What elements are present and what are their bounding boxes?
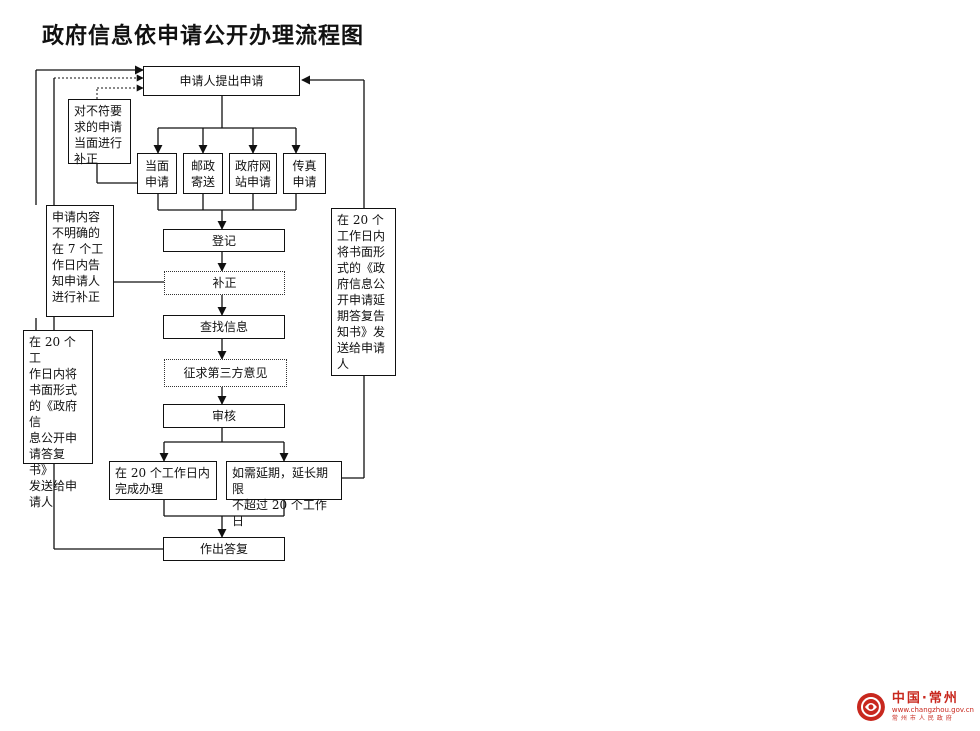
supplement-box: 补正 [164, 271, 285, 295]
apply-label: 申请人提出申请 [179, 74, 264, 88]
changzhou-logo: 中国·常州 www.changzhou.gov.cn 常州市人民政府 [856, 690, 974, 724]
extension-notice-note-text: 在 20 个 工作日内 将书面形 式的《政 府信息公 开申请延 期答复告 知书》… [337, 213, 386, 371]
review-label: 审核 [211, 409, 236, 423]
search-box: 查找信息 [163, 315, 285, 339]
supplement-label: 补正 [212, 276, 237, 290]
reply-box: 作出答复 [163, 537, 285, 561]
complete-label: 在 20 个工作日内 完成办理 [115, 466, 210, 496]
apply-box: 申请人提出申请 [143, 66, 300, 96]
logo-url: www.changzhou.gov.cn [891, 706, 974, 714]
complete-box: 在 20 个工作日内 完成办理 [109, 461, 217, 500]
fax-box: 传真 申请 [283, 153, 326, 194]
review-box: 审核 [163, 404, 285, 428]
nonconforming-note: 对不符要 求的申请 当面进行 补正 [68, 99, 131, 166]
extension-notice-note: 在 20 个 工作日内 将书面形 式的《政 府信息公 开申请延 期答复告 知书》… [331, 208, 396, 376]
post-label: 邮政 寄送 [190, 158, 215, 189]
fax-label: 传真 申请 [292, 158, 317, 189]
logo-name: 中国·常州 [891, 691, 959, 706]
page-title: 政府信息依申请公开办理流程图 [42, 24, 365, 49]
register-box: 登记 [163, 229, 285, 252]
in-person-box: 当面 申请 [137, 153, 177, 194]
unclear-note: 申请内容 不明确的 在 7 个工 作日内告 知申请人 进行补正 [46, 205, 114, 317]
emblem-icon [856, 693, 885, 721]
reply-label: 作出答复 [199, 542, 248, 556]
extend-box: 如需延期，延长期限 不超过 20 个工作日 [226, 461, 342, 528]
in-person-label: 当面 申请 [144, 158, 169, 189]
reply-notice-note: 在 20 个工 作日内将 书面形式 的《政府信 息公开申 请答复书》 发送给申 … [23, 330, 93, 509]
nonconforming-note-text: 对不符要 求的申请 当面进行 补正 [74, 104, 123, 166]
register-label: 登记 [211, 233, 236, 248]
unclear-note-text: 申请内容 不明确的 在 7 个工 作日内告 知申请人 进行补正 [52, 210, 104, 304]
reply-notice-note-text: 在 20 个工 作日内将 书面形式 的《政府信 息公开申 请答复书》 发送给申 … [29, 335, 78, 509]
third-party-label: 征求第三方意见 [183, 366, 268, 380]
post-box: 邮政 寄送 [183, 153, 223, 194]
extend-label: 如需延期，延长期限 不超过 20 个工作日 [232, 466, 329, 528]
website-label: 政府网 站申请 [234, 158, 271, 189]
website-box: 政府网 站申请 [229, 153, 277, 194]
search-label: 查找信息 [199, 320, 248, 334]
third-party-box: 征求第三方意见 [164, 359, 287, 387]
logo-subtitle: 常州市人民政府 [891, 715, 955, 722]
